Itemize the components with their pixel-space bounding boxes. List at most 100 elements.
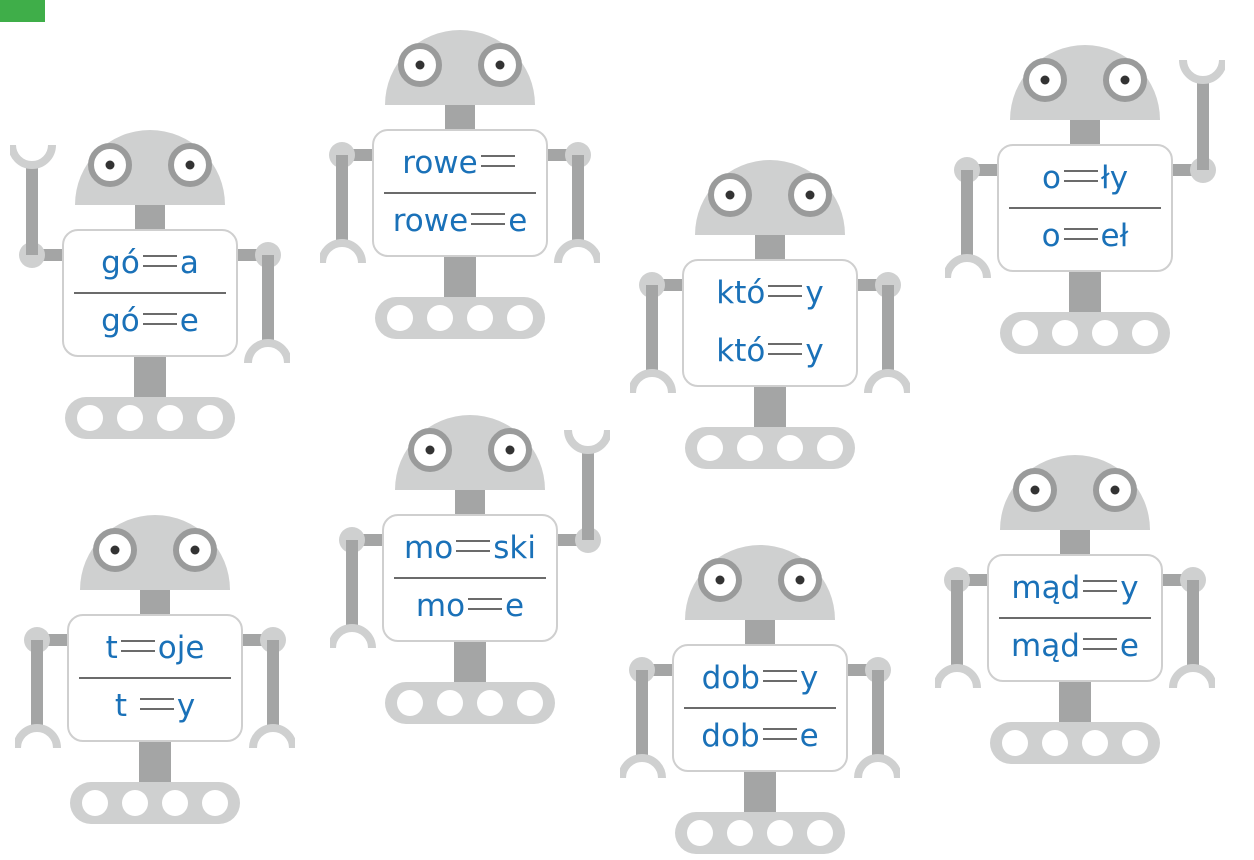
pupil [795,575,805,585]
letter-blank[interactable] [762,728,797,740]
letter-blank[interactable] [1063,170,1098,182]
word-divider [1009,207,1161,209]
letter-blank[interactable] [142,313,177,325]
robot-tread [675,812,845,854]
pupil [110,545,120,555]
word-suffix: eł [1100,218,1129,254]
tread-wheel [727,820,753,846]
word-divider [79,677,231,679]
robot-neck [755,235,785,261]
letter-blank[interactable] [468,598,503,610]
robot-tread [65,397,235,439]
left-hand-claw [320,239,366,264]
word-prefix: o [1041,160,1061,196]
word-suffix: y [176,688,196,724]
tread-wheel [807,820,833,846]
word-prefix: mo [404,530,454,566]
right-arm-raised [1197,80,1209,170]
letter-blank[interactable] [762,670,797,682]
pupil [1110,485,1120,495]
pupil [805,190,815,200]
word-prefix: któ [716,275,766,311]
word-prefix: mąd [1011,570,1081,606]
left-arm-lower [636,670,648,755]
pupil [105,160,115,170]
robot-neck [140,590,170,616]
right-hand-claw [249,724,295,749]
tread-wheel [687,820,713,846]
tread-wheel [77,405,103,431]
left-arm-lower [31,640,43,725]
word-prefix: gó [101,245,140,281]
robot-figure [620,545,900,854]
letter-blank[interactable] [1063,228,1098,240]
letter-blank[interactable] [471,213,506,225]
word-divider [384,192,536,194]
tread-wheel [1012,320,1038,346]
tread-wheel [162,790,188,816]
tread-wheel [1122,730,1148,756]
tread-wheel [397,690,423,716]
word-divider [394,577,546,579]
letter-blank[interactable] [142,255,177,267]
letter-blank[interactable] [139,698,174,710]
tread-wheel [1082,730,1108,756]
tread-wheel [1092,320,1118,346]
left-arm-raised [26,165,38,255]
pupil [725,190,735,200]
left-arm-lower [951,580,963,665]
left-hand-claw [935,664,981,689]
letter-blank[interactable] [768,285,803,297]
tread-wheel [197,405,223,431]
tread-wheel [1042,730,1068,756]
right-arm-lower [1187,580,1199,665]
robot-leg [139,740,171,788]
tread-wheel [122,790,148,816]
word-prefix: dob [701,660,760,696]
word-prefix: któ [716,333,766,369]
left-arm-lower [961,170,973,255]
left-arm-lower [336,155,348,240]
robot-figure [945,45,1225,354]
tread-wheel [467,305,493,331]
robot-figure [320,30,600,339]
left-hand-claw [945,254,991,279]
right-hand-claw [554,239,600,264]
left-hand-claw [15,724,61,749]
robot-figure [330,415,610,724]
letter-blank[interactable] [1082,638,1117,650]
robot-leg [444,255,476,303]
letter-blank[interactable] [480,155,515,167]
tread-wheel [202,790,228,816]
pupil [1040,75,1050,85]
letter-blank[interactable] [768,343,803,355]
letter-blank[interactable] [1083,580,1118,592]
word-divider [684,707,836,709]
right-hand-claw [564,429,610,454]
letter-blank[interactable] [120,640,155,652]
tread-wheel [737,435,763,461]
word-suffix: e [799,718,819,754]
tread-wheel [767,820,793,846]
tread-wheel [697,435,723,461]
word-suffix: oje [157,630,205,666]
word-suffix: y [799,660,819,696]
right-arm-lower [872,670,884,755]
robot-figure [935,455,1215,764]
tread-wheel [387,305,413,331]
robot-tread [385,682,555,724]
letter-blank[interactable] [456,540,491,552]
word-prefix: rowe [402,145,478,181]
robot-figure [10,130,290,439]
